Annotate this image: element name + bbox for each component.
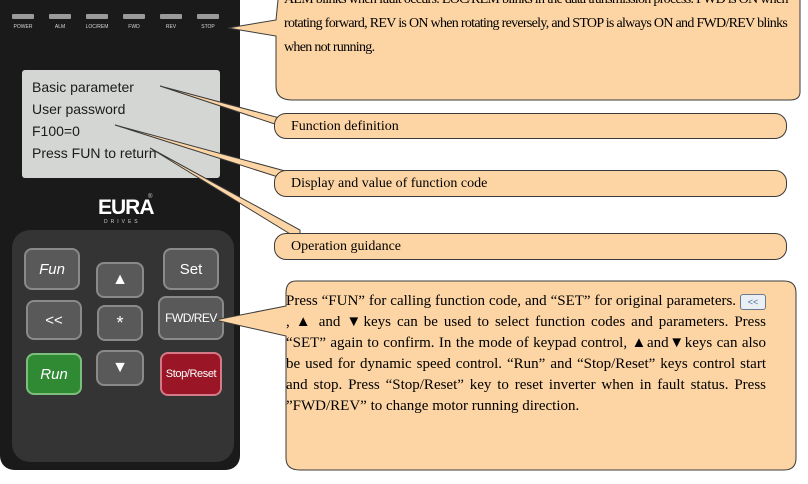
function-definition-box: Function definition	[274, 113, 787, 139]
set-key[interactable]: Set	[163, 248, 219, 290]
registered-mark: ®	[148, 194, 153, 200]
loc-rem-led-label: LOC/REM	[85, 24, 109, 30]
down-arrow-icon: ▼	[112, 359, 128, 376]
function-definition-text: Function definition	[291, 119, 399, 134]
lcd-line-3: F100=0	[32, 123, 80, 139]
indicator-description: ALM blinks when fault occurs. LOC/REM bl…	[284, 0, 788, 55]
up-key[interactable]: ▲	[96, 262, 144, 298]
run-key-label: Run	[40, 365, 68, 383]
fun-key[interactable]: Fun	[24, 248, 80, 290]
loc-rem-led	[86, 14, 108, 19]
display-value-pointer	[114, 124, 301, 185]
stop-led-label: STOP	[201, 24, 215, 30]
alm-led-label: ALM	[54, 24, 66, 30]
set-key-label: Set	[179, 260, 203, 278]
fwd-led-label: FWD	[128, 24, 140, 30]
stop-reset-key-label: Stop/Reset	[165, 368, 217, 380]
lcd-line-4: Press FUN to return	[32, 145, 157, 161]
stop-led	[197, 14, 219, 19]
indicator-row: POWER ALM LOC/REM FWD REV STOP	[6, 14, 236, 44]
star-key[interactable]: *	[97, 305, 143, 341]
stop-reset-key[interactable]: Stop/Reset	[160, 352, 222, 396]
keys-description-part1: Press “FUN” for calling function code, a…	[286, 293, 737, 309]
display-value-text: Display and value of function code	[291, 176, 488, 191]
run-key[interactable]: Run	[26, 353, 82, 395]
keypad-panel: POWER ALM LOC/REM FWD REV STOP Basic par…	[0, 0, 240, 470]
operation-guidance-box: Operation guidance	[274, 233, 787, 260]
rev-led	[160, 14, 182, 19]
operation-guidance-text: Operation guidance	[291, 239, 402, 254]
lcd-line-2: User password	[32, 101, 126, 117]
shift-key-icon: <<	[740, 293, 766, 310]
fwd-rev-key[interactable]: FWD/REV	[158, 296, 224, 340]
lcd-line-1: Basic parameter	[32, 79, 134, 95]
display-value-box: Display and value of function code	[274, 170, 787, 197]
fun-key-label: Fun	[39, 260, 65, 278]
fwd-led	[123, 14, 145, 19]
indicator-callout-box	[227, 0, 801, 101]
keys-description: Press “FUN” for calling function code, a…	[286, 291, 766, 417]
down-key[interactable]: ▼	[96, 350, 144, 386]
brand-subtitle: DRIVES	[104, 219, 141, 225]
keys-callout-box	[214, 280, 797, 471]
lcd-display: Basic parameter User password F100=0 Pre…	[22, 70, 220, 178]
power-led	[12, 14, 34, 19]
double-chevron-left-icon: <<	[45, 311, 63, 329]
shift-key[interactable]: <<	[26, 300, 82, 340]
asterisk-icon: *	[116, 312, 124, 333]
rev-led-label: REV	[165, 24, 177, 30]
up-arrow-icon: ▲	[112, 271, 128, 288]
fwd-rev-key-label: FWD/REV	[165, 311, 217, 325]
keys-description-part2: , ▲ and ▼keys can be used to select func…	[286, 314, 766, 414]
brand-logo: EURA	[98, 196, 155, 219]
alm-led	[49, 14, 71, 19]
power-led-label: POWER	[13, 24, 33, 30]
